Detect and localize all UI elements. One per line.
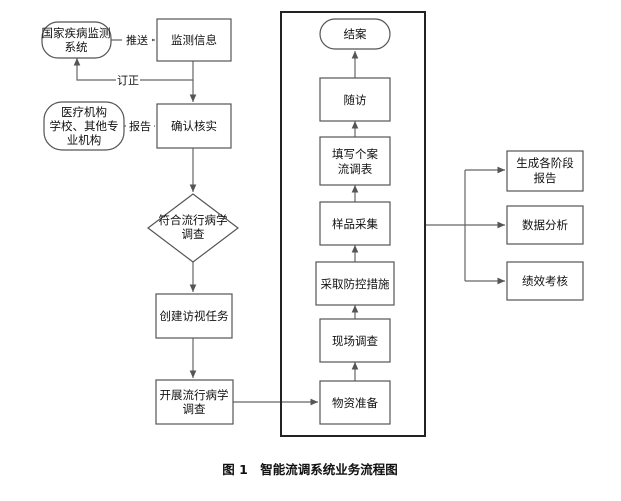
node-decision-line2: 调查 <box>182 227 205 241</box>
node-disease-system-line2: 系统 <box>65 40 88 54</box>
node-conduct-survey: 开展流行病学 调查 <box>155 379 234 425</box>
node-data-analysis-label: 数据分析 <box>522 218 568 232</box>
node-institutions-line1: 医疗机构 <box>61 105 107 119</box>
node-performance-label: 绩效考核 <box>522 274 568 288</box>
node-fill-form-line1: 填写个案 <box>332 147 378 161</box>
node-follow-up: 随访 <box>319 77 391 122</box>
node-data-analysis: 数据分析 <box>506 205 584 245</box>
node-disease-system-line1: 国家疾病监测 <box>42 26 111 40</box>
node-follow-up-label: 随访 <box>344 93 367 107</box>
connectors <box>73 36 505 406</box>
node-conduct-survey-line1: 开展流行病学 <box>160 388 229 402</box>
node-conduct-survey-line2: 调查 <box>183 402 206 416</box>
node-close-case: 结案 <box>319 18 391 50</box>
edge-push-bg <box>122 32 152 47</box>
figure-caption: 图 1 智能流调系统业务流程图 <box>222 462 398 477</box>
node-field-survey-label: 现场调查 <box>332 334 378 348</box>
node-confirm: 确认核实 <box>156 103 232 149</box>
node-institutions-line2: 学校、其他专 <box>50 119 119 133</box>
node-decision: 符合流行病学 调查 <box>147 193 239 263</box>
node-monitoring-info: 监测信息 <box>156 18 232 62</box>
node-fill-form: 填写个案 流调表 <box>319 136 391 186</box>
node-material-prep: 物资准备 <box>319 380 391 425</box>
node-material-prep-label: 物资准备 <box>332 396 378 410</box>
node-control-measures-label: 采取防控措施 <box>321 277 390 291</box>
node-stage-report-line1: 生成各阶段 <box>516 156 574 170</box>
node-institutions-line3: 业机构 <box>67 133 102 147</box>
investigation-frame <box>280 11 426 437</box>
node-stage-report-line2: 报告 <box>534 171 557 185</box>
node-decision-line1: 符合流行病学 <box>159 213 228 227</box>
edge-report-bg <box>126 118 154 133</box>
node-field-survey: 现场调查 <box>319 318 391 363</box>
node-stage-report: 生成各阶段 报告 <box>506 150 584 192</box>
node-institutions: 医疗机构 学校、其他专 业机构 <box>43 101 125 151</box>
node-performance: 绩效考核 <box>506 261 584 301</box>
node-monitoring-info-label: 监测信息 <box>171 33 217 47</box>
edge-correct-bg <box>116 72 140 87</box>
node-disease-system: 国家疾病监测 系统 <box>41 21 112 59</box>
node-sampling-label: 样品采集 <box>332 217 378 231</box>
node-create-task-label: 创建访视任务 <box>160 309 229 323</box>
node-close-case-label: 结案 <box>344 27 367 41</box>
node-sampling: 样品采集 <box>319 201 391 246</box>
edge-push-label: 推送 <box>126 33 148 47</box>
node-control-measures: 采取防控措施 <box>315 261 395 306</box>
edge-report-label: 报告 <box>129 119 151 133</box>
node-fill-form-line2: 流调表 <box>338 162 373 176</box>
node-create-task: 创建访视任务 <box>155 293 233 339</box>
node-confirm-label: 确认核实 <box>171 119 217 133</box>
edge-correct-label: 订正 <box>117 74 139 87</box>
